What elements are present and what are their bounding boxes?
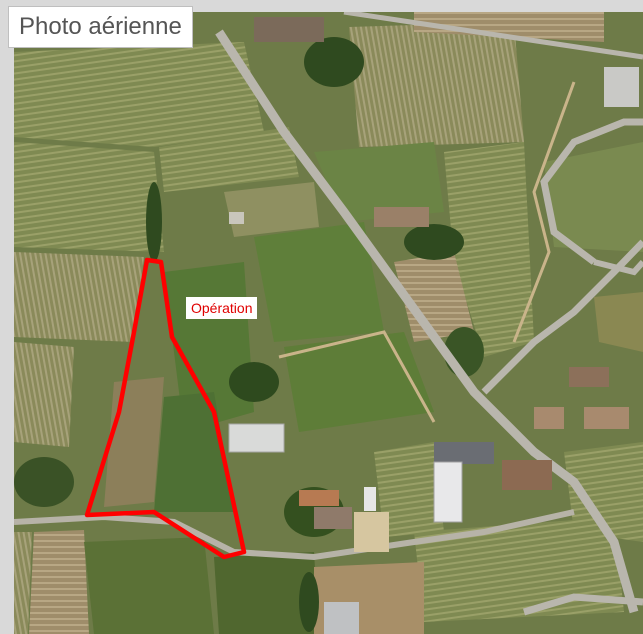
tree-cluster — [304, 37, 364, 87]
house-building — [299, 490, 339, 506]
shed-building — [324, 602, 359, 634]
operation-label: Opération — [186, 297, 258, 319]
farmhouse-building — [374, 207, 429, 227]
meadow — [84, 537, 214, 634]
vineyard-parcel — [159, 127, 299, 192]
tree-cluster — [14, 457, 74, 507]
vineyard-parcel — [14, 532, 32, 634]
house-building — [569, 367, 609, 387]
tree-row — [299, 572, 319, 632]
tree-cluster — [404, 224, 464, 260]
aerial-photo-canvas — [14, 12, 643, 634]
bare-field — [224, 182, 319, 237]
garden-plots — [104, 377, 164, 507]
vineyard-parcel — [14, 342, 74, 447]
tree-cluster — [229, 362, 279, 402]
vineyard-parcel — [349, 22, 524, 147]
farm-track — [278, 330, 436, 423]
meadow — [314, 142, 444, 222]
vineyard-parcel — [14, 42, 264, 147]
shed-building — [364, 487, 376, 511]
vineyard-parcel — [29, 530, 89, 634]
operation-boundary[interactable] — [84, 257, 247, 560]
secondary-road — [14, 509, 575, 561]
meadow — [254, 222, 384, 342]
house-building — [502, 460, 552, 490]
vineyard-parcel — [14, 142, 164, 252]
meadow — [214, 552, 319, 634]
main-road — [215, 29, 639, 614]
vineyard-parcel — [14, 252, 144, 342]
warehouse-building — [228, 423, 285, 453]
vineyard-parcel — [444, 142, 534, 357]
depot-building — [604, 67, 639, 107]
farm-track — [512, 81, 576, 343]
house-building — [534, 407, 564, 429]
aerial-photo[interactable] — [14, 12, 643, 634]
secondary-road — [481, 239, 643, 395]
tree-row — [146, 182, 162, 262]
meadow — [544, 142, 643, 252]
roundabout-road — [593, 259, 643, 276]
greenhouse-building — [433, 461, 463, 523]
vineyard-parcel — [374, 442, 444, 537]
house-building — [314, 507, 352, 529]
meadow — [594, 292, 643, 352]
vineyard-parcel — [414, 12, 604, 42]
map-title: Photo aérienne — [8, 6, 193, 48]
roundabout-road — [540, 118, 643, 265]
vineyard-parcel — [564, 442, 643, 542]
house-building — [584, 407, 629, 429]
farmhouse-building — [254, 17, 324, 42]
vineyard-parcel — [394, 252, 474, 342]
secondary-road — [522, 593, 643, 616]
shed-building — [229, 212, 244, 224]
courtyard — [354, 512, 389, 552]
secondary-road — [343, 12, 643, 60]
warehouse-building — [434, 442, 494, 464]
